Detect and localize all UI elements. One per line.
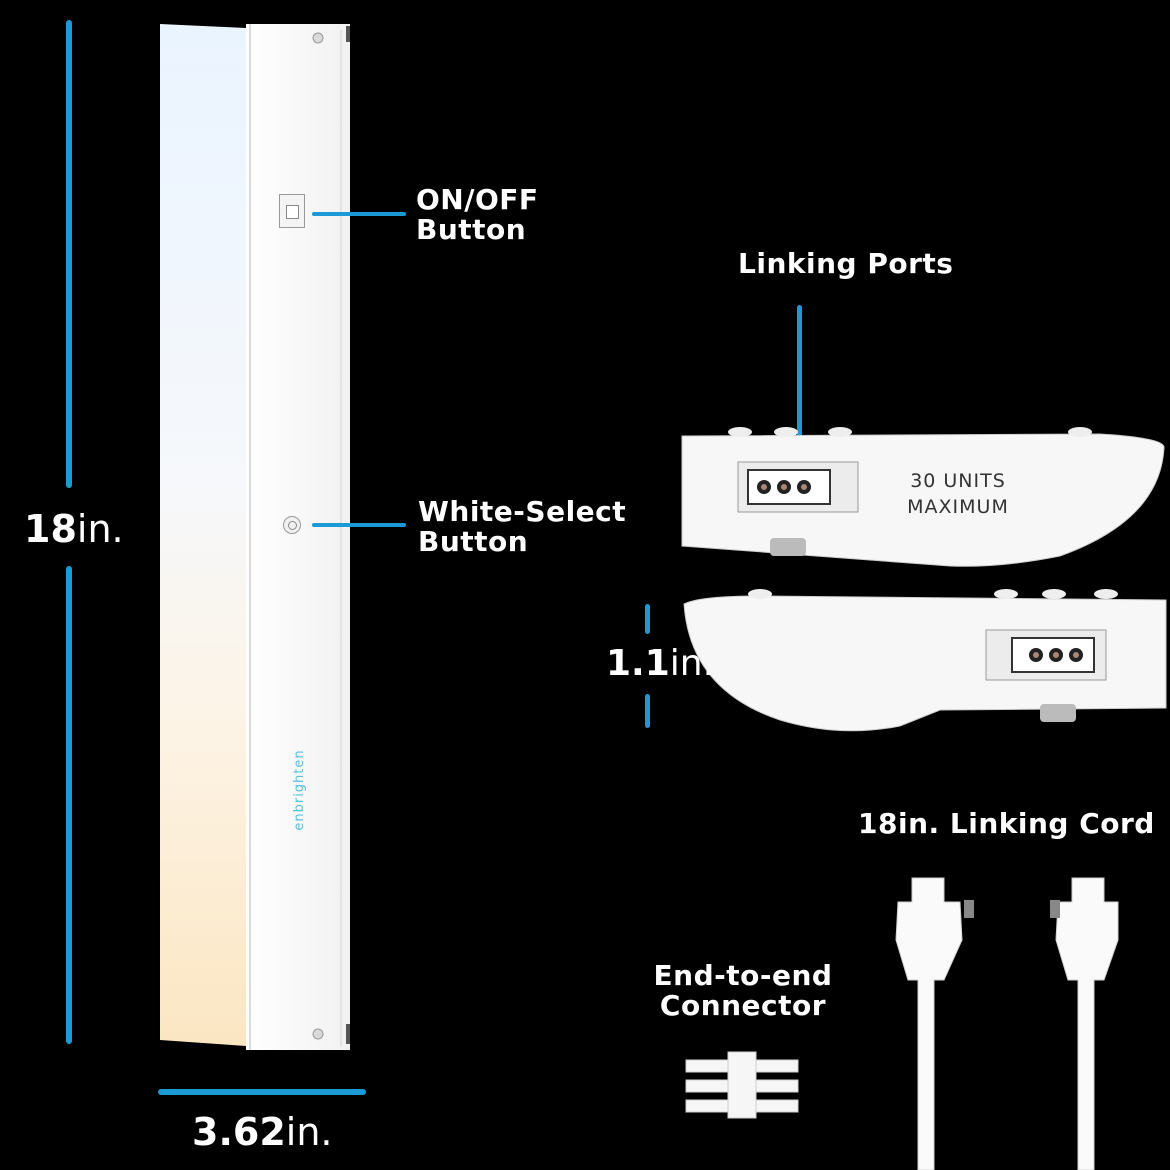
length-dimension-line-top bbox=[66, 20, 72, 488]
end-cap-label: 30 UNITS MAXIMUM bbox=[888, 468, 1028, 520]
width-value: 3.62 bbox=[192, 1110, 286, 1154]
end-connector-line1: End-to-end bbox=[653, 959, 833, 992]
white-select-line2: Button bbox=[418, 525, 529, 558]
button-center-icon bbox=[288, 521, 297, 530]
white-select-callout-label: White-Select Button bbox=[418, 498, 626, 556]
on-off-switch[interactable] bbox=[279, 194, 305, 228]
white-select-button[interactable] bbox=[283, 516, 301, 534]
width-dimension-line bbox=[158, 1089, 366, 1095]
end-cap-line2: MAXIMUM bbox=[907, 496, 1009, 518]
height-dimension-line-top bbox=[645, 604, 650, 634]
length-dimension-line-bottom bbox=[66, 566, 72, 1044]
length-dimension-label: 18in. bbox=[24, 510, 124, 548]
height-unit: in. bbox=[669, 643, 715, 684]
linking-ports-callout-line bbox=[797, 305, 802, 447]
end-cap-line1: 30 UNITS bbox=[910, 470, 1006, 492]
linking-cord-label: 18in. Linking Cord bbox=[858, 807, 1155, 840]
width-dimension-label: 3.62in. bbox=[192, 1113, 333, 1151]
length-value: 18 bbox=[24, 507, 77, 551]
height-dimension-label: 1.1in. bbox=[606, 646, 714, 682]
on-off-callout-line bbox=[312, 212, 406, 216]
linking-ports-label: Linking Ports bbox=[738, 247, 954, 280]
on-off-line1: ON/OFF bbox=[416, 183, 539, 216]
end-connector-label: End-to-end Connector bbox=[646, 962, 840, 1020]
switch-toggle-icon bbox=[286, 205, 299, 219]
height-value: 1.1 bbox=[606, 643, 670, 684]
width-unit: in. bbox=[285, 1110, 333, 1154]
end-connector-line2: Connector bbox=[659, 989, 827, 1022]
on-off-line2: Button bbox=[416, 213, 527, 246]
height-dimension-line-bottom bbox=[645, 694, 650, 728]
white-select-callout-line bbox=[312, 523, 406, 527]
on-off-callout-label: ON/OFF Button bbox=[416, 186, 539, 244]
white-select-line1: White-Select bbox=[418, 495, 627, 528]
length-unit: in. bbox=[76, 507, 124, 551]
